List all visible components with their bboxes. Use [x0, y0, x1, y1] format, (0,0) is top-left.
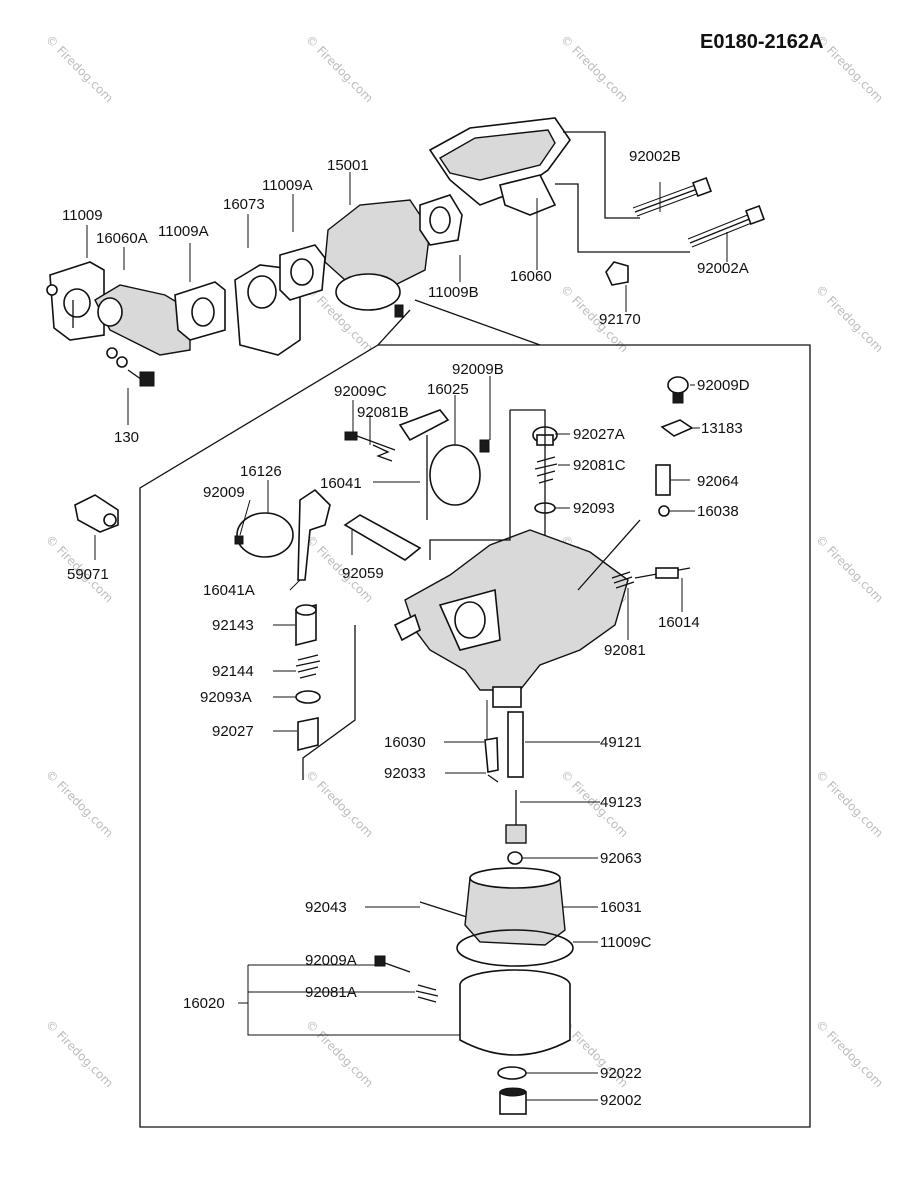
gasket-hole — [63, 288, 91, 318]
label-92043: 92043 — [305, 899, 347, 916]
label-92009D: 92009D — [697, 377, 750, 394]
label-92009B: 92009B — [452, 361, 504, 378]
document-code: E0180-2162A — [700, 31, 823, 53]
label-92059: 92059 — [342, 565, 384, 582]
label-92033: 92033 — [384, 765, 426, 782]
label-92093A: 92093A — [200, 689, 252, 706]
label-92093: 92093 — [573, 500, 615, 517]
watermark: © Firedog.com — [43, 32, 116, 105]
label-11009A-right: 11009A — [262, 177, 313, 194]
label-11009B: 11009B — [428, 284, 479, 301]
label-92064: 92064 — [697, 473, 739, 490]
elbow-fitting-59071 — [74, 494, 119, 560]
label-16126: 16126 — [240, 463, 282, 480]
label-92063: 92063 — [600, 850, 642, 867]
watermark: © Firedog.com — [303, 767, 376, 840]
label-59071: 59071 — [67, 566, 109, 583]
label-92170: 92170 — [599, 311, 641, 328]
carburetor-15001 — [324, 199, 431, 286]
watermark: © Firedog.com — [303, 32, 376, 105]
label-92144: 92144 — [212, 663, 254, 680]
bolt-92002A — [689, 217, 753, 244]
label-92081A: 92081A — [305, 984, 357, 1001]
watermark: © Firedog.com — [43, 767, 116, 840]
label-92081C: 92081C — [573, 457, 626, 474]
label-16060: 16060 — [510, 268, 552, 285]
label-92081B: 92081B — [357, 404, 409, 421]
label-16073: 16073 — [223, 196, 265, 213]
bracket-92170 — [605, 261, 629, 286]
label-92009: 92009 — [203, 484, 245, 501]
watermark: © Firedog.com — [813, 1017, 886, 1090]
label-16041: 16041 — [320, 475, 362, 492]
intake-leaders — [72, 131, 728, 425]
label-16030: 16030 — [384, 734, 426, 751]
label-92009A: 92009A — [305, 952, 357, 969]
watermark: © Firedog.com — [813, 532, 886, 605]
label-49123: 49123 — [600, 794, 642, 811]
label-130: 130 — [114, 429, 139, 446]
float-bowl-parts — [374, 711, 574, 1115]
watermark: © Firedog.com — [813, 282, 886, 355]
label-92143: 92143 — [212, 617, 254, 634]
label-11009: 11009 — [62, 207, 103, 224]
label-11009C: 11009C — [600, 934, 652, 951]
detail-leaders — [247, 409, 641, 1036]
label-15001: 15001 — [327, 157, 369, 174]
bolt-92002B — [634, 187, 701, 213]
label-92027A: 92027A — [573, 426, 625, 443]
label-92009C: 92009C — [334, 383, 387, 400]
label-92002: 92002 — [600, 1092, 642, 1109]
watermark: © Firedog.com — [43, 1017, 116, 1090]
label-13183: 13183 — [701, 420, 743, 437]
label-16025: 16025 — [427, 381, 469, 398]
label-11009A: 11009A — [158, 223, 209, 240]
label-16041A: 16041A — [203, 582, 255, 599]
label-92002A: 92002A — [697, 260, 749, 277]
watermark: © Firedog.com — [303, 1017, 376, 1090]
label-leaders — [238, 376, 700, 1101]
label-16060A: 16060A — [96, 230, 148, 247]
label-92027: 92027 — [212, 723, 254, 740]
intake-assembly — [46, 117, 765, 387]
label-92002B: 92002B — [629, 148, 681, 165]
label-92022: 92022 — [600, 1065, 642, 1082]
o-ring — [46, 284, 58, 296]
part-labels: 11009 16060A 11009A 16073 11009A 15001 1… — [62, 148, 750, 1109]
label-16038: 16038 — [697, 503, 739, 520]
label-16014: 16014 — [658, 614, 700, 631]
carburetor-body — [393, 529, 629, 708]
label-16031: 16031 — [600, 899, 642, 916]
watermark: © Firedog.com — [813, 32, 886, 105]
choke-throttle-parts — [234, 409, 490, 752]
label-49121: 49121 — [600, 734, 642, 751]
label-16020: 16020 — [183, 995, 225, 1012]
watermark: © Firedog.com — [813, 767, 886, 840]
label-92081: 92081 — [604, 642, 646, 659]
watermark: © Firedog.com — [558, 32, 631, 105]
